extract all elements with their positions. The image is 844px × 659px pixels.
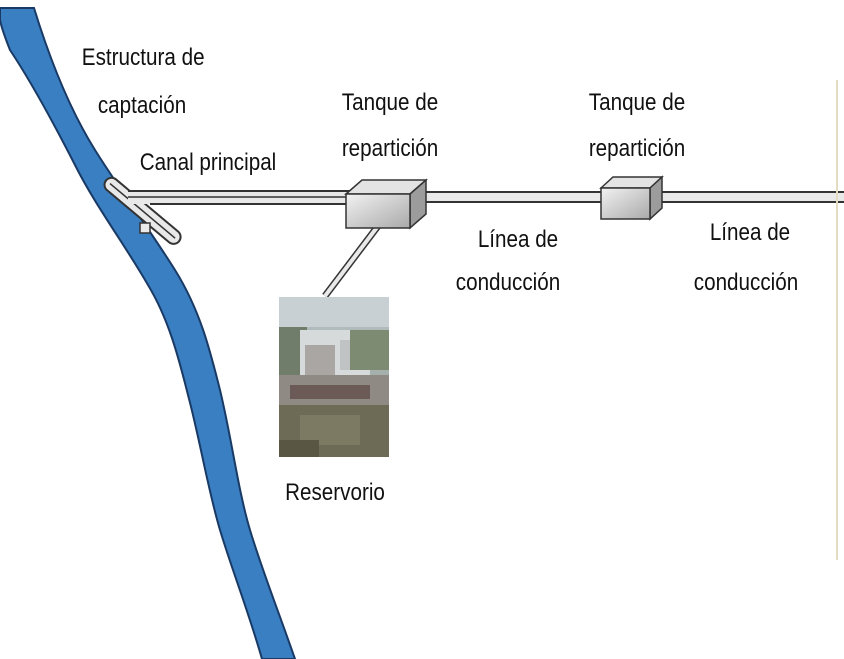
distribution-tank-1-label-line2: repartición [341,135,439,162]
reservoir-photo-icon [279,297,389,457]
distribution-tank-2-label-line2: repartición [588,135,686,162]
conduction-line-2-label-line2: conducción [693,269,799,296]
reservoir-label: Reservorio [285,479,385,506]
distribution-tank-1-label-line1: Tanque de [341,89,439,116]
intake-gate [139,222,151,234]
conduction-line-1 [420,191,602,203]
main-canal [128,190,350,205]
reservoir-pipe [322,223,381,299]
conduction-line-2-label-line1: Línea de [709,219,791,246]
main-canal-label: Canal principal [139,149,277,176]
distribution-tank-2-label-line1: Tanque de [588,89,686,116]
intake-structure [103,176,182,245]
conduction-line-2 [660,191,844,203]
distribution-tank-2 [599,175,664,221]
conduction-line-1-label-line2: conducción [455,269,561,296]
conduction-line-1-label-line1: Línea de [477,226,559,253]
distribution-tank-1 [344,178,428,230]
intake-structure-label-line2: captación [97,92,187,119]
intake-structure-label-line1: Estructura de [81,44,205,71]
